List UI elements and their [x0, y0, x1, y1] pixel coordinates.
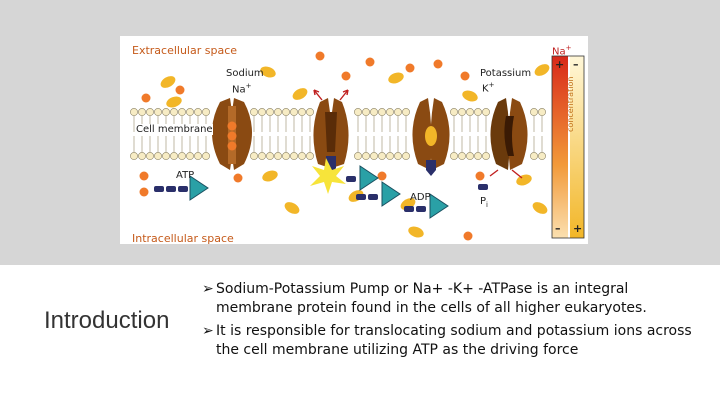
- pump-protein-2: [313, 98, 349, 174]
- extracellular-potassium-ions: [160, 64, 550, 108]
- bullet-list: ➢ Sodium-Potassium Pump or Na+ -K+ -ATPa…: [202, 280, 702, 364]
- concentration-label: concentration: [566, 76, 575, 132]
- phosphate-label: Pi: [480, 196, 488, 209]
- atp-label: ATP: [176, 170, 195, 181]
- slide-title: Introduction: [44, 307, 170, 334]
- atp-hydrolysis: [310, 158, 379, 194]
- na-minus-sign: –: [555, 222, 561, 235]
- sodium-ion: [227, 141, 237, 151]
- potassium-label: Potassium: [480, 68, 532, 79]
- bullet-arrow-icon: ➢: [202, 323, 214, 339]
- diagram-graphic: [130, 51, 585, 241]
- bullet-item: ➢ It is responsible for translocating so…: [202, 322, 702, 360]
- concentration-gradient-bar: [551, 55, 585, 239]
- cell-membrane-label: Cell membrane: [136, 124, 213, 135]
- na-gradient-label: Na+: [552, 44, 572, 58]
- sodium-label: Sodium: [226, 68, 264, 79]
- potassium-symbol: K+: [482, 81, 495, 95]
- bullet-text: It is responsible for translocating sodi…: [216, 323, 692, 358]
- bullet-arrow-icon: ➢: [202, 281, 214, 297]
- k-plus-sign: +: [573, 222, 583, 235]
- adp-molecule-2: [404, 193, 449, 219]
- k-minus-sign: –: [573, 58, 579, 71]
- phosphate: [478, 184, 488, 190]
- extracellular-space-label: Extracellular space: [132, 44, 238, 57]
- adp-label: ADP: [410, 192, 431, 203]
- sodium-symbol: Na+: [232, 82, 252, 96]
- sodium-ion: [227, 131, 237, 141]
- pump-protein-3: [412, 98, 450, 176]
- na-plus-sign: +: [555, 58, 565, 71]
- sodium-ion: [227, 121, 237, 131]
- sodium-potassium-pump-diagram: Extracellular space Intracellular space …: [120, 36, 588, 244]
- adp-molecule: [356, 181, 401, 207]
- flow-arrows: [313, 89, 523, 179]
- atp-molecule: [154, 175, 209, 201]
- intracellular-space-label: Intracellular space: [132, 232, 234, 244]
- pump-protein-4: [490, 98, 528, 170]
- extracellular-sodium-ions: [141, 51, 470, 103]
- bullet-text: Sodium-Potassium Pump or Na+ -K+ -ATPase…: [216, 281, 647, 316]
- bullet-item: ➢ Sodium-Potassium Pump or Na+ -K+ -ATPa…: [202, 280, 702, 318]
